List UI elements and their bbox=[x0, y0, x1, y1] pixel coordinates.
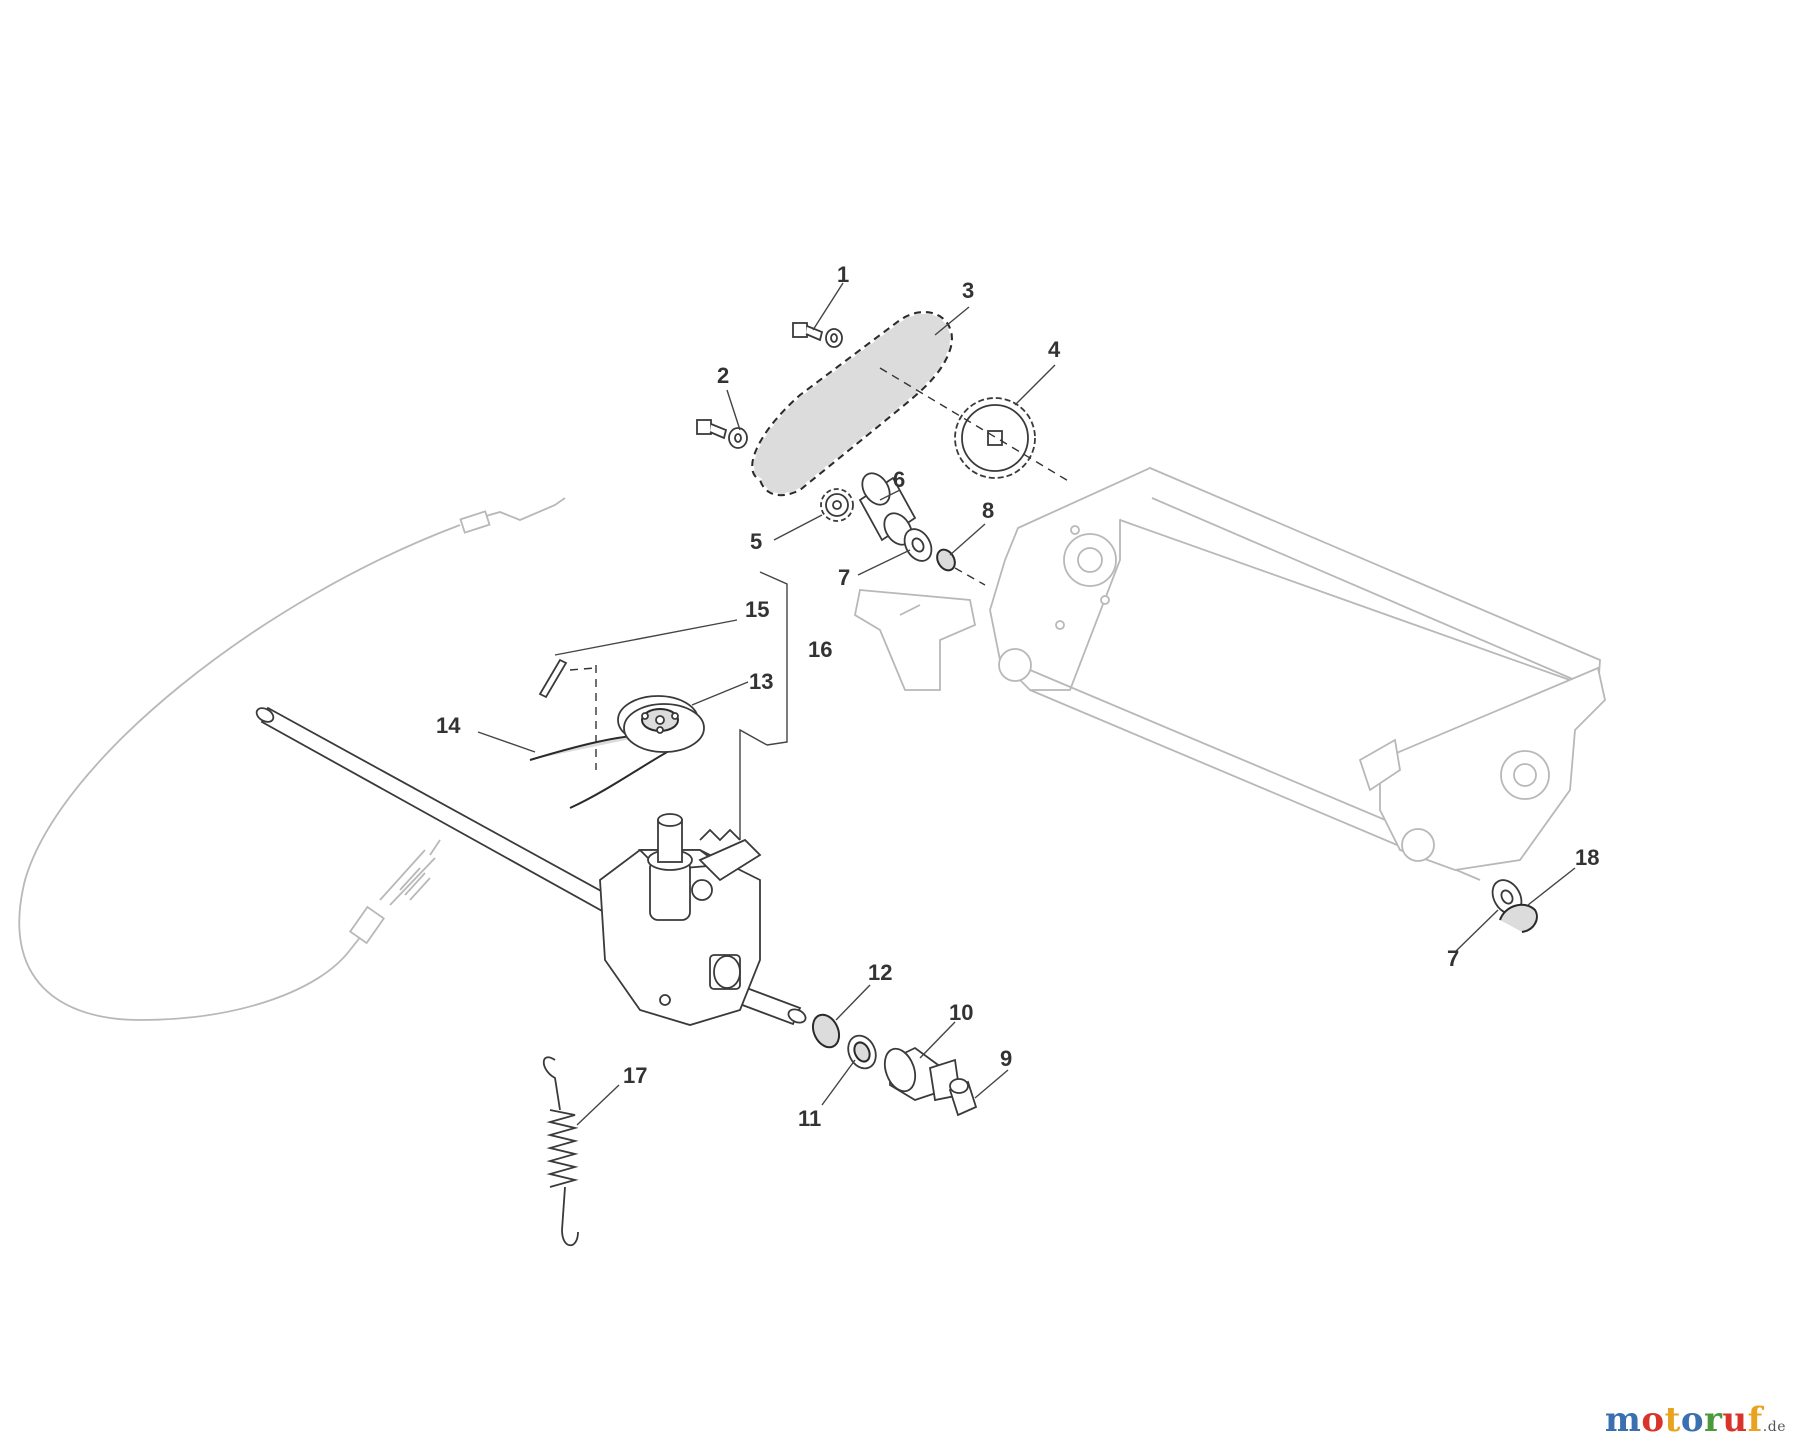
callout-8: 8 bbox=[982, 498, 994, 523]
end-cap bbox=[948, 1078, 978, 1117]
alignment-line bbox=[879, 367, 1071, 483]
callout-12: 12 bbox=[868, 960, 892, 985]
gearbox bbox=[599, 813, 762, 1026]
callout-9: 9 bbox=[1000, 1046, 1012, 1071]
group-bracket bbox=[739, 728, 768, 840]
callout-14: 14 bbox=[436, 713, 461, 738]
drive-chain bbox=[750, 309, 954, 498]
pulley bbox=[617, 695, 705, 753]
watermark-text: motoruf bbox=[1604, 1400, 1763, 1440]
control-cable bbox=[18, 497, 566, 1021]
alignment-line bbox=[954, 567, 986, 586]
leader-18 bbox=[1527, 867, 1576, 906]
callout-1: 1 bbox=[837, 262, 849, 287]
watermark-logo: motoruf.de bbox=[1605, 1400, 1786, 1440]
small-sprocket bbox=[820, 488, 854, 522]
leader-3 bbox=[934, 306, 970, 336]
callout-18: 18 bbox=[1575, 845, 1599, 870]
callout-11: 11 bbox=[798, 1106, 821, 1131]
bolt-1 bbox=[792, 322, 843, 348]
callout-16: 16 bbox=[808, 637, 832, 662]
leader-15 bbox=[554, 619, 738, 656]
tension-spring bbox=[542, 1056, 579, 1247]
callout-17: 17 bbox=[623, 1063, 647, 1088]
leader-9 bbox=[974, 1069, 1009, 1099]
callout-7a: 7 bbox=[838, 565, 850, 590]
group-bracket bbox=[759, 571, 788, 746]
bearing bbox=[847, 1034, 877, 1070]
callout-3: 3 bbox=[962, 278, 974, 303]
callout-6: 6 bbox=[893, 467, 905, 492]
callout-2: 2 bbox=[717, 363, 729, 388]
bushing bbox=[883, 1046, 962, 1102]
washer-7-upper bbox=[903, 528, 933, 562]
leader-13 bbox=[691, 681, 749, 706]
leader-8 bbox=[949, 523, 986, 556]
roller-frame bbox=[853, 466, 1606, 881]
leader-17 bbox=[576, 1084, 620, 1126]
callout-10: 10 bbox=[949, 1000, 973, 1025]
leader-11 bbox=[821, 1059, 856, 1106]
callout-15: 15 bbox=[745, 597, 769, 622]
bolt-2 bbox=[696, 419, 748, 449]
callout-7b: 7 bbox=[1447, 946, 1459, 971]
leader-5 bbox=[773, 514, 823, 541]
leader-10 bbox=[919, 1021, 956, 1059]
leader-4 bbox=[1014, 364, 1056, 406]
leader-1 bbox=[812, 282, 844, 331]
watermark-suffix: .de bbox=[1762, 1419, 1786, 1435]
clip-18 bbox=[1499, 903, 1538, 933]
leader-7a bbox=[857, 549, 911, 576]
pin-15 bbox=[538, 658, 568, 699]
leader-14 bbox=[477, 731, 536, 753]
callout-4: 4 bbox=[1048, 337, 1061, 362]
alignment-line bbox=[569, 667, 596, 671]
leader-12 bbox=[835, 984, 871, 1021]
leader-7b bbox=[1454, 909, 1499, 953]
leader-6 bbox=[879, 489, 901, 501]
leader-2 bbox=[726, 389, 741, 431]
callout-13: 13 bbox=[749, 669, 773, 694]
retaining-ring bbox=[811, 1013, 841, 1049]
callout-5: 5 bbox=[750, 529, 762, 554]
large-sprocket bbox=[954, 397, 1036, 479]
